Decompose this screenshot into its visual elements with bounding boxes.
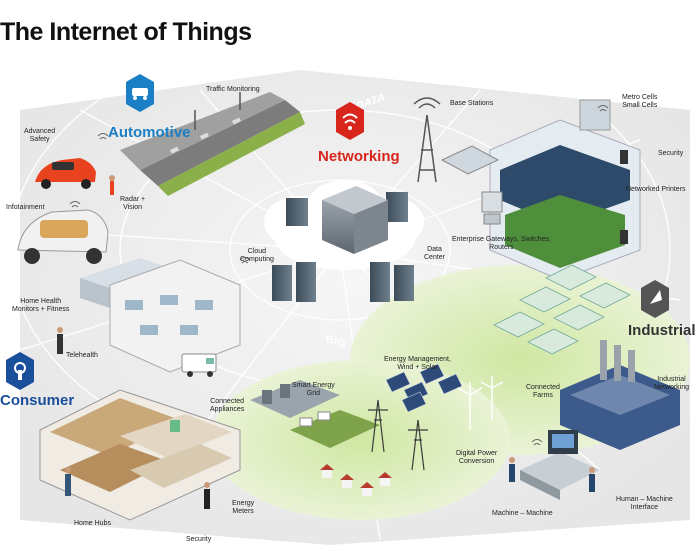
category-industrial: Industrial	[628, 322, 696, 339]
home-health-building	[80, 258, 241, 373]
label-digital-power: Digital Power Conversion	[456, 450, 498, 465]
page-title: The Internet of Things	[0, 18, 252, 46]
factory-building	[560, 340, 680, 450]
factory-machinery	[520, 430, 600, 500]
cabriolet-illustration	[17, 209, 109, 264]
label-industrial-networking: Industrial Networking	[654, 376, 690, 391]
wind-turbines	[457, 376, 504, 430]
solar-panels	[385, 363, 463, 413]
label-infotainment: Infotainment	[6, 204, 45, 211]
greenhouses	[493, 264, 631, 355]
category-consumer: Consumer	[0, 392, 75, 409]
homeowner-figure	[204, 482, 210, 509]
category-automotive: Automotive	[108, 124, 191, 141]
label-smart-energy-grid: Smart Energy Grid	[292, 382, 335, 397]
wifi-icon	[336, 102, 364, 140]
base-station-tower	[413, 97, 441, 183]
label-home-hubs: Home Hubs	[74, 520, 111, 527]
label-telehealth: Telehealth	[66, 352, 98, 359]
label-radar-vision: Radar + Vision	[120, 196, 146, 211]
router-stack	[481, 191, 503, 225]
transmission-towers	[368, 399, 428, 471]
label-data-center: Data Center	[424, 246, 446, 261]
highway-illustration	[120, 92, 305, 196]
ambulance-illustration	[181, 353, 217, 377]
sports-car-illustration	[35, 158, 96, 189]
label-energy-management: Energy Management, Wind + Solar	[384, 356, 451, 371]
label-advanced-safety: Advanced Safety	[24, 128, 56, 143]
smart-grid-facility	[250, 380, 380, 448]
touch-icon	[6, 352, 34, 390]
category-networking: Networking	[318, 148, 400, 165]
wireless-signal-marks	[69, 105, 609, 446]
label-traffic-monitoring: Traffic Monitoring	[206, 86, 260, 93]
label-base-stations: Base Stations	[450, 100, 494, 107]
label-networked-printers: Networked Printers	[626, 186, 686, 193]
label-energy-meters: Energy Meters	[232, 500, 255, 515]
label-human-machine: Human – Machine Interface	[616, 496, 673, 511]
consumer-home	[39, 389, 241, 521]
telehealth-person	[57, 327, 63, 354]
label-enterprise-gateways: Enterprise Gateways, Switches, Routers	[452, 236, 551, 251]
person-with-phone	[65, 467, 71, 496]
label-cloud-computing: Cloud Computing	[240, 248, 274, 263]
tablet-device	[440, 145, 500, 175]
car-icon	[126, 74, 154, 112]
label-connected-appliances: Connected Appliances	[210, 398, 245, 413]
label-security-top: Security	[658, 150, 684, 157]
label-metro-cells: Metro Cells Small Cells	[622, 94, 658, 109]
label-connected-farms: Connected Farms	[526, 384, 560, 399]
label-machine-machine: Machine – Machine	[492, 510, 553, 517]
big-data-cube: BIG DATA	[322, 91, 388, 352]
village-houses	[320, 464, 392, 496]
enterprise-building	[489, 99, 641, 281]
worker-figures	[509, 457, 595, 492]
label-security-bottom: Security	[186, 536, 212, 543]
label-home-health: Home Health Monitors + Fitness	[12, 298, 70, 313]
arrow-icon	[641, 280, 669, 318]
pedestrian-figure	[109, 175, 115, 195]
